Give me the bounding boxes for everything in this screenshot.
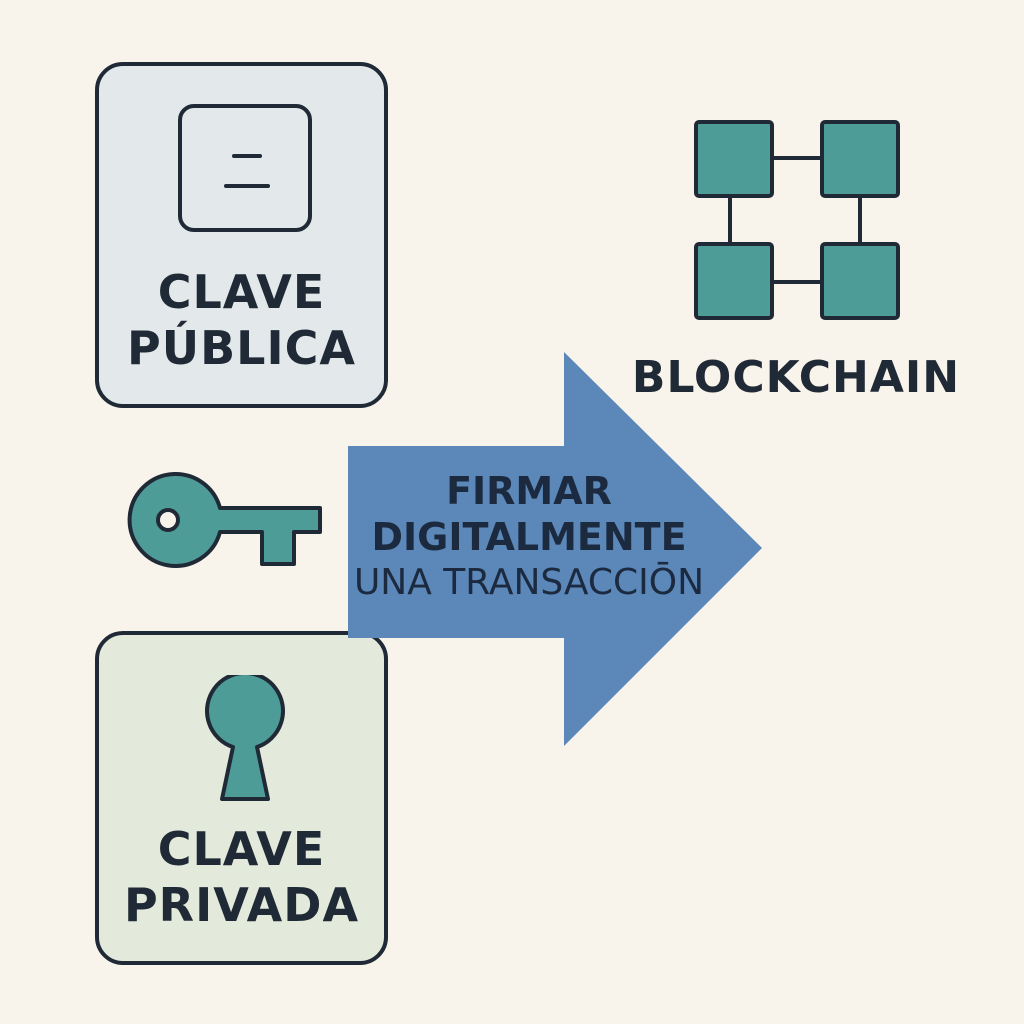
- document-icon: [178, 104, 312, 232]
- blockchain-block: [820, 120, 900, 198]
- arrow-label-line-3: UNA TRANSACCIŌN: [353, 562, 705, 603]
- private-key-label-line-2: PRIVADA: [123, 878, 360, 932]
- public-key-label-line-1: CLAVE: [157, 265, 326, 319]
- keyhole-icon: [205, 675, 285, 801]
- blockchain-icon: [694, 120, 900, 320]
- key-icon: [127, 471, 322, 568]
- public-key-card: CLAVE PÚBLICA: [95, 62, 388, 408]
- arrow-label-line-2: DIGITALMENTE: [371, 515, 687, 559]
- arrow-label-line-1: FIRMAR: [446, 469, 612, 513]
- signing-arrow: [348, 352, 762, 746]
- signing-arrow-label: FIRMAR DIGITALMENTE UNA TRANSACCIŌN: [346, 468, 712, 606]
- blockchain-block: [820, 242, 900, 320]
- private-key-label: CLAVE PRIVADA: [99, 821, 384, 933]
- blockchain-block: [694, 242, 774, 320]
- public-key-label-line-2: PÚBLICA: [127, 321, 356, 375]
- blockchain-block: [694, 120, 774, 198]
- blockchain-label: BLOCKCHAIN: [631, 352, 961, 403]
- private-key-label-line-1: CLAVE: [157, 822, 326, 876]
- public-key-label: CLAVE PÚBLICA: [99, 264, 384, 376]
- private-key-card: CLAVE PRIVADA: [95, 631, 388, 965]
